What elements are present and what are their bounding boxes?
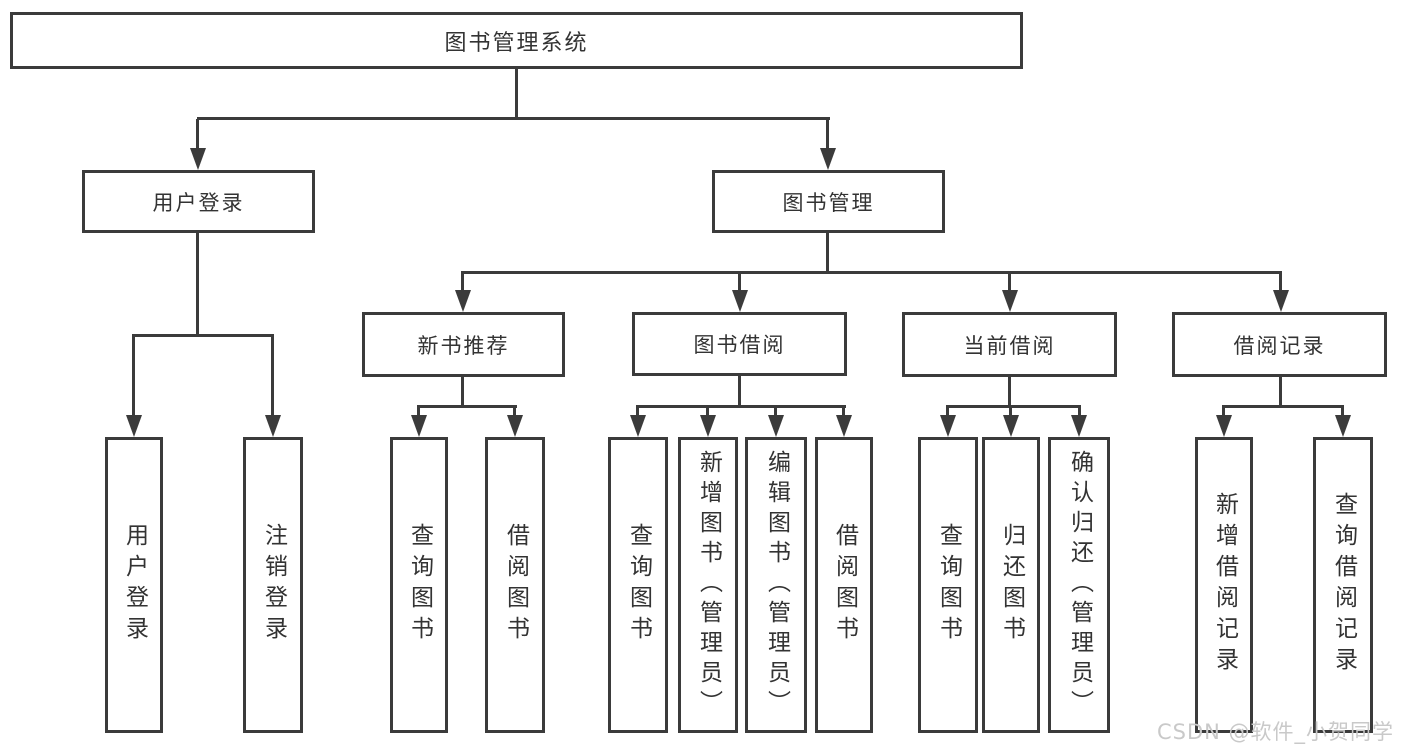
arrow-down-icon (1273, 290, 1289, 312)
connector-line (1341, 407, 1344, 418)
arrow-down-icon (940, 415, 956, 437)
node-book-borrow-label: 图书借阅 (693, 333, 786, 357)
node-user-login-label: 用户登录 (152, 190, 245, 215)
arrow-down-icon (1002, 290, 1018, 312)
connector-line (1008, 273, 1011, 292)
arrow-down-icon (836, 415, 852, 437)
leaf-logout: 注销登录 (243, 437, 303, 733)
arrow-down-icon (411, 415, 427, 437)
connector-line (636, 407, 639, 418)
leaf-query-borrow-record: 查询借阅记录 (1313, 437, 1373, 733)
leaf-borrow-books-1: 借阅图书 (485, 437, 545, 733)
connector-line (196, 233, 199, 336)
arrow-down-icon (732, 290, 748, 312)
node-book-management: 图书管理 (712, 170, 945, 233)
leaf-borrow-books-2: 借阅图书 (815, 437, 873, 733)
connector-line (417, 405, 517, 408)
leaf-label: 编辑图书（管理员） (763, 450, 790, 720)
connector-line (197, 117, 830, 120)
node-user-login: 用户登录 (82, 170, 315, 233)
connector-line (826, 119, 829, 150)
arrow-down-icon (455, 290, 471, 312)
leaf-label: 借阅图书 (831, 523, 858, 647)
node-book-borrow: 图书借阅 (632, 312, 847, 376)
connector-line (1008, 377, 1011, 408)
node-borrow-records-label: 借阅记录 (1233, 333, 1326, 358)
connector-line (1279, 273, 1282, 292)
node-current-borrow-label: 当前借阅 (963, 333, 1056, 358)
leaf-add-books-admin: 新增图书（管理员） (678, 437, 738, 733)
connector-line (132, 334, 274, 337)
arrow-down-icon (265, 415, 281, 437)
connector-line (461, 271, 1282, 274)
leaf-query-books-3: 查询图书 (918, 437, 978, 733)
connector-line (826, 233, 829, 273)
leaf-query-books-1: 查询图书 (390, 437, 448, 733)
connector-line (738, 376, 741, 408)
connector-line (946, 405, 1081, 408)
arrow-down-icon (768, 415, 784, 437)
leaf-return-books: 归还图书 (982, 437, 1040, 733)
connector-line (636, 405, 846, 408)
node-current-borrow: 当前借阅 (902, 312, 1117, 377)
arrow-down-icon (820, 148, 836, 170)
leaf-label: 新增图书（管理员） (695, 450, 722, 720)
connector-line (774, 407, 777, 418)
connector-line (842, 407, 845, 418)
leaf-label: 查询图书 (625, 523, 652, 647)
connector-line (417, 407, 420, 418)
leaf-confirm-return-admin: 确认归还（管理员） (1048, 437, 1110, 733)
connector-line (706, 407, 709, 418)
node-root-label: 图书管理系统 (444, 30, 589, 56)
arrow-down-icon (1003, 415, 1019, 437)
connector-line (196, 119, 199, 150)
arrow-down-icon (630, 415, 646, 437)
connector-line (515, 68, 518, 120)
connector-line (1222, 407, 1225, 418)
leaf-label: 查询图书 (935, 523, 962, 647)
connector-line (271, 336, 274, 417)
connector-line (946, 407, 949, 418)
leaf-add-borrow-record: 新增借阅记录 (1195, 437, 1253, 733)
leaf-label: 归还图书 (998, 523, 1025, 647)
arrow-down-icon (126, 415, 142, 437)
leaf-label: 查询图书 (406, 523, 433, 647)
arrow-down-icon (700, 415, 716, 437)
node-root: 图书管理系统 (10, 12, 1023, 69)
watermark: CSDN @软件_小贺同学 (1157, 720, 1395, 744)
connector-line (513, 407, 516, 418)
node-book-management-label: 图书管理 (782, 190, 875, 215)
node-borrow-records: 借阅记录 (1172, 312, 1387, 377)
connector-line (461, 273, 464, 292)
arrow-down-icon (507, 415, 523, 437)
leaf-label: 确认归还（管理员） (1066, 450, 1093, 720)
leaf-label: 新增借阅记录 (1211, 492, 1238, 678)
leaf-query-books-2: 查询图书 (608, 437, 668, 733)
connector-line (461, 377, 464, 408)
leaf-label: 借阅图书 (502, 523, 529, 647)
connector-line (1279, 377, 1282, 408)
leaf-label: 用户登录 (121, 523, 148, 647)
connector-line (132, 336, 135, 417)
arrow-down-icon (190, 148, 206, 170)
arrow-down-icon (1216, 415, 1232, 437)
leaf-label: 注销登录 (260, 523, 287, 647)
arrow-down-icon (1071, 415, 1087, 437)
leaf-edit-books-admin: 编辑图书（管理员） (745, 437, 807, 733)
leaf-label: 查询借阅记录 (1330, 492, 1357, 678)
connector-line (1009, 407, 1012, 418)
connector-line (1078, 407, 1081, 418)
leaf-user-login: 用户登录 (105, 437, 163, 733)
connector-line (738, 273, 741, 292)
arrow-down-icon (1335, 415, 1351, 437)
node-new-book-recommend: 新书推荐 (362, 312, 565, 377)
connector-line (1222, 405, 1344, 408)
node-new-book-recommend-label: 新书推荐 (417, 333, 510, 358)
